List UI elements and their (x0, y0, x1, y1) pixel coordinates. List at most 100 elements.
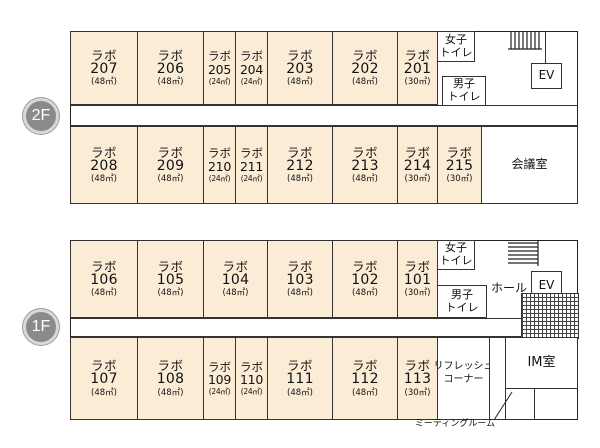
room-113[interactable]: ラボ 113 (30㎡) (397, 337, 438, 420)
hall-label: ホール (490, 281, 527, 295)
floor-1f-badge: 1F (23, 309, 59, 345)
room-label: ラボ (90, 47, 117, 63)
ev-label: EV (538, 68, 555, 83)
room-label: ラボ (240, 359, 263, 374)
room-203[interactable]: ラボ 203 (48㎡) (267, 31, 333, 105)
room-area: (48㎡) (222, 288, 249, 299)
floor-2f-corridor (71, 105, 577, 126)
room-214[interactable]: ラボ 214 (30㎡) (397, 126, 438, 204)
room-105[interactable]: ラボ 105 (48㎡) (137, 240, 204, 318)
room-label: ラボ (157, 47, 184, 63)
room-number: 211 (240, 158, 263, 174)
room-number: 210 (208, 158, 231, 174)
room-label: ラボ (351, 144, 378, 160)
room-area: (48㎡) (157, 387, 184, 398)
room-107[interactable]: ラボ 107 (48㎡) (70, 337, 138, 420)
room-area: (48㎡) (91, 174, 117, 185)
room-106[interactable]: ラボ 106 (48㎡) (70, 240, 138, 318)
im-room[interactable]: IM室 (505, 337, 578, 389)
im-room-label: IM室 (527, 354, 556, 370)
room-201[interactable]: ラボ 201 (30㎡) (397, 31, 438, 105)
room-101[interactable]: ラボ 101 (30㎡) (397, 240, 438, 318)
room-area: (48㎡) (157, 77, 184, 88)
stairs-2f-icon (508, 31, 542, 50)
room-209[interactable]: ラボ 209 (48㎡) (137, 126, 204, 204)
room-area: (24㎡) (208, 76, 231, 86)
room-number: 201 (403, 60, 432, 77)
room-number: 206 (156, 60, 185, 77)
room-area: (48㎡) (287, 174, 313, 185)
room-number: 109 (208, 372, 231, 388)
room-area: (48㎡) (91, 77, 117, 88)
room-number: 202 (351, 60, 379, 77)
room-label: ラボ (351, 358, 378, 374)
womens-toilet-1f[interactable]: 女子 トイレ (437, 240, 475, 270)
room-number: 106 (90, 271, 118, 288)
mens-toilet-1f[interactable]: 男子 トイレ (437, 285, 487, 318)
room-204[interactable]: ラボ 204 (24㎡) (235, 31, 268, 105)
room-215[interactable]: ラボ 215 (30㎡) (437, 126, 482, 204)
room-number: 205 (208, 61, 231, 77)
room-label: ラボ (208, 359, 231, 374)
room-number: 103 (286, 271, 314, 288)
room-112[interactable]: ラボ 112 (48㎡) (332, 337, 398, 420)
room-label: ラボ (404, 358, 431, 374)
room-area: (48㎡) (352, 77, 378, 88)
room-label: ラボ (404, 47, 431, 63)
ev-2f[interactable]: EV (531, 63, 562, 89)
room-label: ラボ (157, 358, 184, 374)
room-110[interactable]: ラボ 110 (24㎡) (235, 337, 268, 420)
room-108[interactable]: ラボ 108 (48㎡) (137, 337, 204, 420)
room-label: ラボ (446, 144, 473, 160)
room-number: 108 (156, 371, 185, 388)
room-111[interactable]: ラボ 111 (48㎡) (267, 337, 333, 420)
room-206[interactable]: ラボ 206 (48㎡) (137, 31, 204, 105)
mens-toilet-label: 男子 トイレ (447, 77, 481, 103)
room-label: ラボ (208, 49, 231, 64)
room-205[interactable]: ラボ 205 (24㎡) (203, 31, 236, 105)
room-area: (30㎡) (446, 174, 473, 185)
room-area: (48㎡) (91, 387, 117, 398)
room-label: ラボ (90, 144, 117, 160)
room-number: 105 (156, 271, 185, 288)
room-number: 213 (351, 157, 379, 174)
ev-label: EV (538, 278, 555, 293)
room-area: (48㎡) (287, 77, 313, 88)
room-211[interactable]: ラボ 211 (24㎡) (235, 126, 268, 204)
room-number: 113 (403, 371, 432, 388)
room-area: (24㎡) (208, 173, 231, 183)
room-area: (48㎡) (352, 174, 378, 185)
room-213[interactable]: ラボ 213 (48㎡) (332, 126, 398, 204)
room-label: ラボ (351, 258, 378, 274)
room-109[interactable]: ラボ 109 (24㎡) (203, 337, 236, 420)
womens-toilet-2f[interactable]: 女子 トイレ (437, 31, 475, 62)
room-area: (24㎡) (240, 173, 263, 183)
room-212[interactable]: ラボ 212 (48㎡) (267, 126, 333, 204)
room-103[interactable]: ラボ 103 (48㎡) (267, 240, 333, 318)
room-label: ラボ (351, 47, 378, 63)
room-area: (48㎡) (157, 288, 184, 299)
room-210[interactable]: ラボ 210 (24㎡) (203, 126, 236, 204)
mens-toilet-label: 男子 トイレ (445, 287, 479, 314)
room-208[interactable]: ラボ 208 (48㎡) (70, 126, 138, 204)
floor-2f-badge: 2F (23, 98, 59, 134)
room-label: ラボ (286, 47, 313, 63)
room-label: ラボ (208, 146, 231, 161)
room-number: 214 (403, 157, 432, 174)
room-area: (30㎡) (404, 174, 431, 185)
room-area: (30㎡) (404, 77, 431, 88)
mens-toilet-2f[interactable]: 男子 トイレ (442, 76, 486, 106)
room-number: 101 (403, 271, 432, 288)
room-number: 209 (156, 157, 185, 174)
refresh-corner[interactable]: リフレッシュ コーナー (434, 337, 494, 420)
room-102[interactable]: ラボ 102 (48㎡) (332, 240, 398, 318)
room-number: 208 (90, 157, 118, 174)
room-202[interactable]: ラボ 202 (48㎡) (332, 31, 398, 105)
room-area: (24㎡) (208, 387, 231, 397)
meeting-room-2f[interactable]: 会議室 (481, 126, 578, 204)
room-number: 212 (286, 157, 314, 174)
room-104[interactable]: ラボ 104 (48㎡) (203, 240, 268, 318)
room-area: (48㎡) (352, 288, 378, 299)
room-area: (48㎡) (352, 387, 378, 398)
room-207[interactable]: ラボ 207 (48㎡) (70, 31, 138, 105)
